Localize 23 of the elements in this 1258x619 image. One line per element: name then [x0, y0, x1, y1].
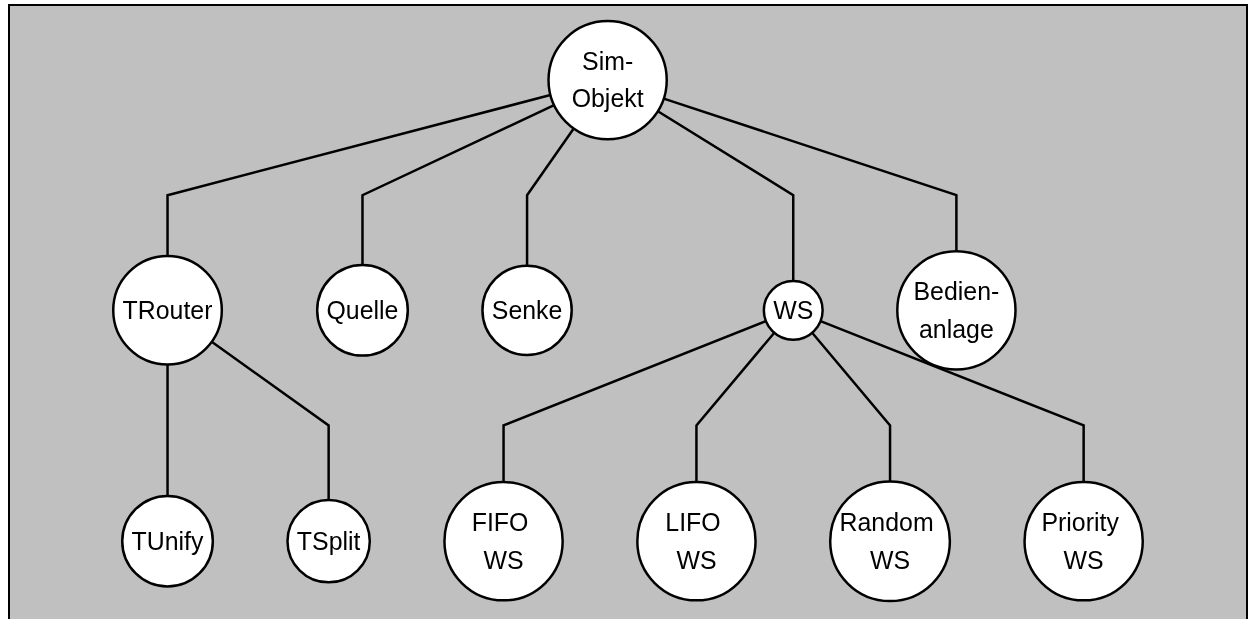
node-circle: Quelle: [315, 263, 410, 357]
connector: [502, 319, 767, 482]
node-circle: Sim-Objekt: [547, 19, 668, 140]
connector: [695, 331, 776, 482]
connector: [166, 364, 169, 496]
node-circle: Senke: [481, 263, 573, 356]
node-circle: Bedien-anlage: [896, 249, 1017, 371]
connector: [663, 96, 958, 251]
node-circle: Random WS: [828, 479, 952, 602]
node-circle: TUnify: [121, 494, 215, 588]
connector: [657, 109, 795, 281]
connector: [211, 340, 330, 500]
connector: [361, 103, 555, 265]
connector: [525, 127, 575, 266]
connector: [166, 93, 551, 256]
node-circle: TRouter: [112, 254, 224, 366]
connector: [811, 331, 892, 481]
node-circle: LIFO WS: [636, 480, 757, 602]
connector: [820, 319, 1085, 482]
node-circle: Priority WS: [1023, 480, 1144, 602]
node-circle: WS: [762, 279, 824, 341]
node-circle: TSplit: [286, 498, 372, 584]
node-circle: FIFO WS: [443, 480, 564, 602]
